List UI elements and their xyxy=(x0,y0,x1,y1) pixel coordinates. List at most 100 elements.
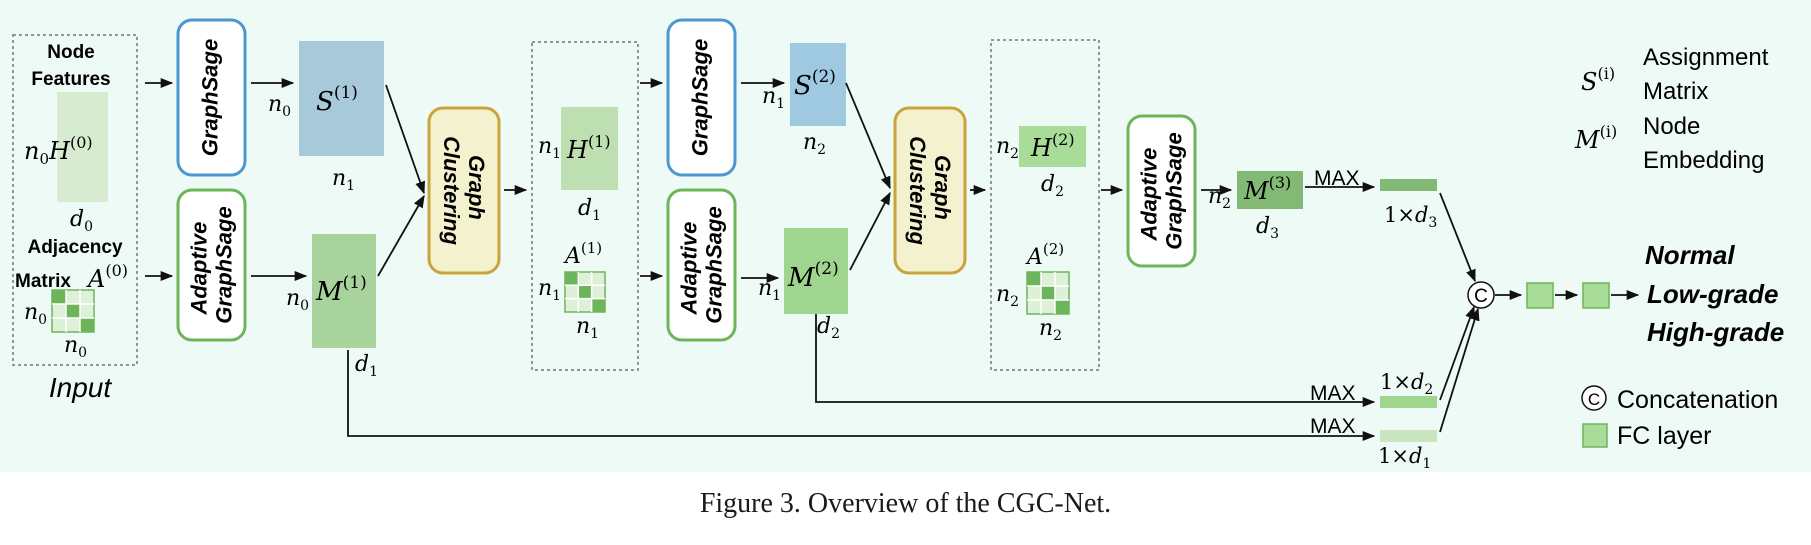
legend-assignment-line1: Assignment xyxy=(1643,44,1769,71)
graph-clustering-module-1: Graph Clustering xyxy=(427,106,501,275)
n1-s2: n1 xyxy=(762,84,785,112)
d3-m3: d3 xyxy=(1256,214,1279,242)
max-label-3: MAX xyxy=(1314,167,1360,190)
graphsage-1-label: GraphSage xyxy=(197,39,222,156)
svg-text:Graph Clustering: Graph Clustering xyxy=(439,136,489,245)
legend-fc-label: FC layer xyxy=(1617,422,1711,450)
adaptive-graphsage-module-2: Adaptive GraphSage xyxy=(666,188,737,342)
adaptive-graphsage-module-1: Adaptive GraphSage xyxy=(176,188,247,342)
d2-h2: d2 xyxy=(1041,172,1064,200)
max-label-1: MAX xyxy=(1310,415,1356,438)
legend-assignment-line2: Matrix xyxy=(1643,78,1708,105)
m3-matrix xyxy=(1237,171,1303,209)
svg-text:Adaptive GraphSage: Adaptive GraphSage xyxy=(1137,132,1187,249)
pooled-vector-d3 xyxy=(1380,179,1437,191)
m2-label: M(2) xyxy=(787,259,839,293)
graphsage-2-label: GraphSage xyxy=(687,39,712,156)
d1-m1: d1 xyxy=(355,352,378,380)
n2-h2: n2 xyxy=(996,134,1019,162)
adaptive-3-line2: GraphSage xyxy=(1162,132,1187,249)
adaptive-3-line1: Adaptive xyxy=(1137,148,1162,242)
h1-matrix xyxy=(561,107,618,190)
pooled-vector-d1 xyxy=(1380,430,1437,442)
adaptive-1-line1: Adaptive xyxy=(187,222,212,316)
n2-a2-left: n2 xyxy=(996,282,1019,310)
pooled-d3-label: 1×d3 xyxy=(1384,203,1437,231)
svg-text:Adaptive GraphSage: Adaptive GraphSage xyxy=(187,206,237,323)
adaptive-2-line1: Adaptive xyxy=(677,222,702,316)
input-label: Input xyxy=(49,372,112,403)
a0-grid xyxy=(51,289,95,333)
h2-matrix xyxy=(1019,126,1086,167)
a2-grid xyxy=(1026,271,1070,315)
stage2-dashed-box xyxy=(531,41,639,371)
m3-label: M(3) xyxy=(1243,173,1291,205)
n2-a2-bottom: n2 xyxy=(1039,316,1062,344)
legend-concat-icon xyxy=(1581,385,1607,411)
adaptive-graphsage-module-3: Adaptive GraphSage xyxy=(1126,114,1197,268)
n0-adj-bottom: n0 xyxy=(64,333,87,361)
concat-icon xyxy=(1467,281,1495,309)
clustering-2-line1: Graph xyxy=(930,155,955,220)
m1-matrix xyxy=(312,234,376,348)
d1-h1: d1 xyxy=(578,196,601,224)
node-features-label-line1: Node xyxy=(47,42,95,63)
a2-label: A(2) xyxy=(1025,240,1064,270)
output-normal: Normal xyxy=(1645,240,1735,270)
m2-matrix xyxy=(784,228,848,314)
n1-h1: n1 xyxy=(538,134,561,162)
s1-matrix xyxy=(299,41,384,156)
output-low-grade: Low-grade xyxy=(1647,279,1778,309)
clustering-2-line2: Clustering xyxy=(905,136,930,245)
clustering-1-line1: Graph xyxy=(464,155,489,220)
h1-label: H(1) xyxy=(566,132,611,164)
n2-s2: n2 xyxy=(803,130,826,158)
a0-label: A(0) xyxy=(86,261,128,293)
input-dashed-box xyxy=(12,34,138,366)
legend: S(i) Assignment Matrix M(i) Node Embeddi… xyxy=(1574,44,1778,450)
m1-label: M(1) xyxy=(315,273,367,307)
n0-s1: n0 xyxy=(268,92,291,120)
clustering-1-line2: Clustering xyxy=(439,136,464,245)
legend-embedding-line1: Node xyxy=(1643,113,1700,140)
n1-s1: n1 xyxy=(332,166,355,194)
s1-label: S(1) xyxy=(316,83,358,117)
d2-m2: d2 xyxy=(817,314,840,342)
adjacency-label-line2: Matrix xyxy=(15,271,71,292)
legend-s-symbol: S(i) xyxy=(1581,64,1615,96)
pooled-d2-label: 1×d2 xyxy=(1380,370,1433,398)
input-block: Node Features n0H(0) d0 Adjacency Matrix… xyxy=(12,34,138,403)
s2-matrix xyxy=(790,43,846,126)
n1-a1-bottom: n1 xyxy=(576,314,599,342)
svg-text:Graph Clustering: Graph Clustering xyxy=(905,136,955,245)
legend-fc-icon xyxy=(1582,423,1608,448)
adaptive-2-line2: GraphSage xyxy=(702,206,727,323)
n0-m1: n0 xyxy=(286,286,309,314)
concat-icon-letter: C xyxy=(1474,286,1488,307)
a1-grid xyxy=(564,271,606,313)
adjacency-label-line1: Adjacency xyxy=(27,237,122,258)
a1-label: A(1) xyxy=(563,239,602,269)
h0-label: n0H(0) xyxy=(24,133,93,168)
pooled-d1-label: 1×d1 xyxy=(1378,444,1431,472)
n1-a1-left: n1 xyxy=(538,276,561,304)
h0-matrix xyxy=(57,92,108,202)
h2-label: H(2) xyxy=(1030,130,1075,162)
max-label-2: MAX xyxy=(1310,382,1356,405)
d0-label: d0 xyxy=(70,207,93,235)
fc-layer-1 xyxy=(1526,282,1554,309)
s2-label: S(2) xyxy=(794,67,836,101)
adaptive-1-line2: GraphSage xyxy=(212,206,237,323)
connection-arrows xyxy=(145,77,1640,442)
svg-text:Adaptive GraphSage: Adaptive GraphSage xyxy=(677,206,727,323)
graphsage-module-1: GraphSage xyxy=(176,18,247,177)
n0-adj-left: n0 xyxy=(24,300,47,328)
legend-embedding-line2: Embedding xyxy=(1643,147,1764,174)
legend-m-symbol: M(i) xyxy=(1574,122,1617,154)
fc-layer-2 xyxy=(1582,282,1610,309)
legend-concat-letter: C xyxy=(1588,390,1600,409)
stage3-dashed-box xyxy=(990,39,1100,371)
legend-concatenation-label: Concatenation xyxy=(1617,386,1778,414)
figure-caption: Figure 3. Overview of the CGC-Net. xyxy=(699,488,1112,519)
graphsage-module-2: GraphSage xyxy=(666,18,737,177)
